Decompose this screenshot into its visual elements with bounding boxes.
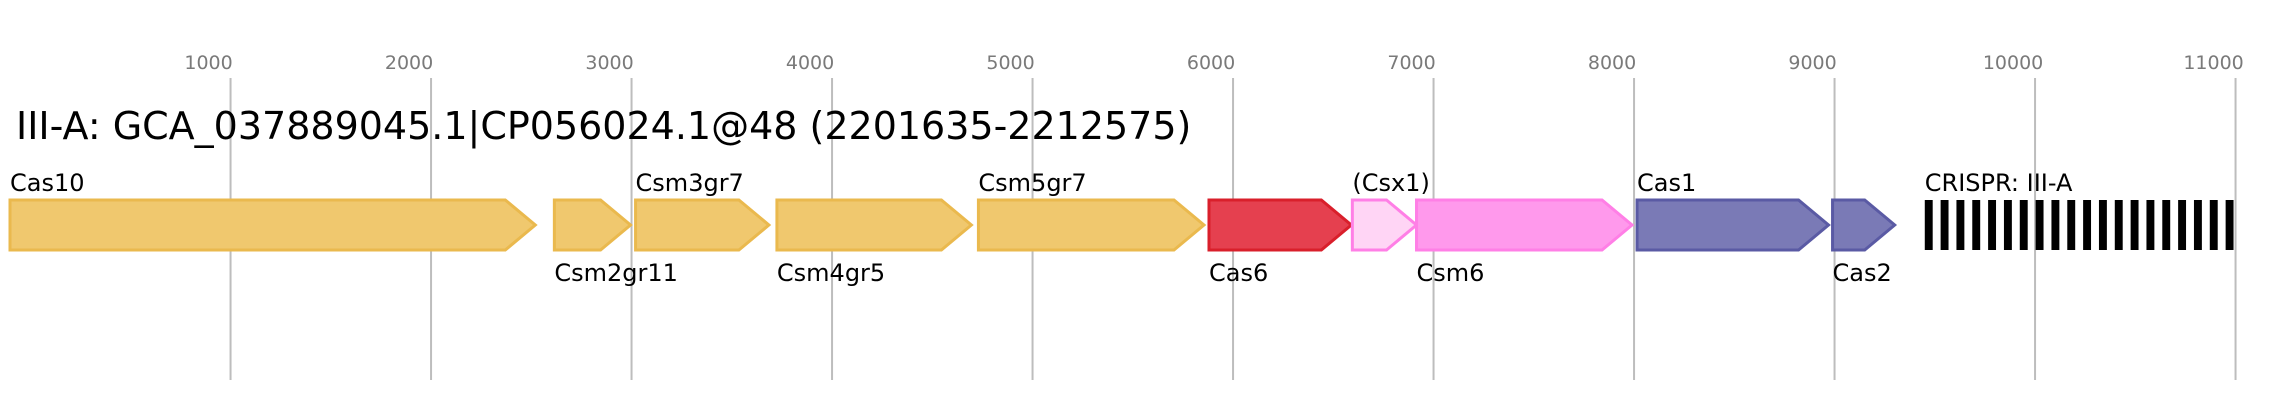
tick-label-7000: 7000	[1387, 52, 1435, 74]
crispr-repeat	[2051, 200, 2060, 250]
gene-arrow-cas10	[8, 198, 538, 252]
tick-label-5000: 5000	[986, 52, 1034, 74]
tick-label-6000: 6000	[1187, 52, 1235, 74]
crispr-repeat	[2146, 200, 2155, 250]
gene-arrow-csm3gr7	[634, 198, 772, 252]
crispr-repeat	[2035, 200, 2044, 250]
tick-label-11000: 11000	[2183, 52, 2243, 74]
crispr-repeat	[1924, 200, 1933, 250]
gene-arrow-cas2	[1831, 198, 1898, 252]
crispr-repeat	[1972, 200, 1981, 250]
gene-label-cas1: Cas1	[1637, 169, 1696, 197]
crispr-repeat	[1940, 200, 1949, 250]
crispr-array: CRISPR: III-A	[1924, 169, 2234, 250]
tick-label-1000: 1000	[184, 52, 232, 74]
gene-arrow-cas1	[1635, 198, 1831, 252]
crispr-repeat	[1988, 200, 1997, 250]
crispr-repeat	[2083, 200, 2092, 250]
crispr-repeat	[2225, 200, 2234, 250]
crispr-repeat	[1956, 200, 1965, 250]
gene-label-cas2: Cas2	[1833, 259, 1892, 287]
gene-arrow-csm2gr11	[552, 198, 633, 252]
gene-label-csm2gr11: Csm2gr11	[554, 259, 678, 287]
gene-arrow-csx1	[1350, 198, 1419, 252]
gene-arrow-csm6	[1415, 198, 1635, 252]
crispr-repeat	[2193, 200, 2202, 250]
crispr-repeat	[2209, 200, 2218, 250]
crispr-repeat	[2098, 200, 2107, 250]
gene-arrow-csm5gr7	[976, 198, 1207, 252]
gene-label-csm6: Csm6	[1417, 259, 1485, 287]
gene-label-csm3gr7: Csm3gr7	[636, 169, 744, 197]
tick-label-8000: 8000	[1588, 52, 1636, 74]
crispr-repeat	[2003, 200, 2012, 250]
gene-arrow-cas6	[1207, 198, 1354, 252]
axis-tick-labels: 1000 2000 3000 4000 5000 6000 7000 8000 9000 1000…	[184, 52, 2243, 74]
crispr-repeat	[2162, 200, 2171, 250]
crispr-repeat	[2130, 200, 2139, 250]
crispr-repeat	[2114, 200, 2123, 250]
gene-arrow-csm4gr5	[775, 198, 974, 252]
crispr-array-label: CRISPR: III-A	[1925, 169, 2073, 197]
tick-label-9000: 9000	[1788, 52, 1836, 74]
gene-label-csm5gr7: Csm5gr7	[978, 169, 1086, 197]
diagram-title: III-A: GCA_037889045.1|CP056024.1@48 (22…	[16, 104, 1191, 149]
crispr-repeat	[2178, 200, 2187, 250]
tick-label-4000: 4000	[786, 52, 834, 74]
gene-label-csx1: (Csx1)	[1352, 169, 1429, 197]
tick-label-3000: 3000	[585, 52, 633, 74]
gene-label-cas6: Cas6	[1209, 259, 1268, 287]
crispr-repeat	[2019, 200, 2028, 250]
gene-label-cas10: Cas10	[10, 169, 85, 197]
gene-label-csm4gr5: Csm4gr5	[777, 259, 885, 287]
tick-label-10000: 10000	[1983, 52, 2043, 74]
crispr-repeat	[2067, 200, 2076, 250]
tick-label-2000: 2000	[385, 52, 433, 74]
